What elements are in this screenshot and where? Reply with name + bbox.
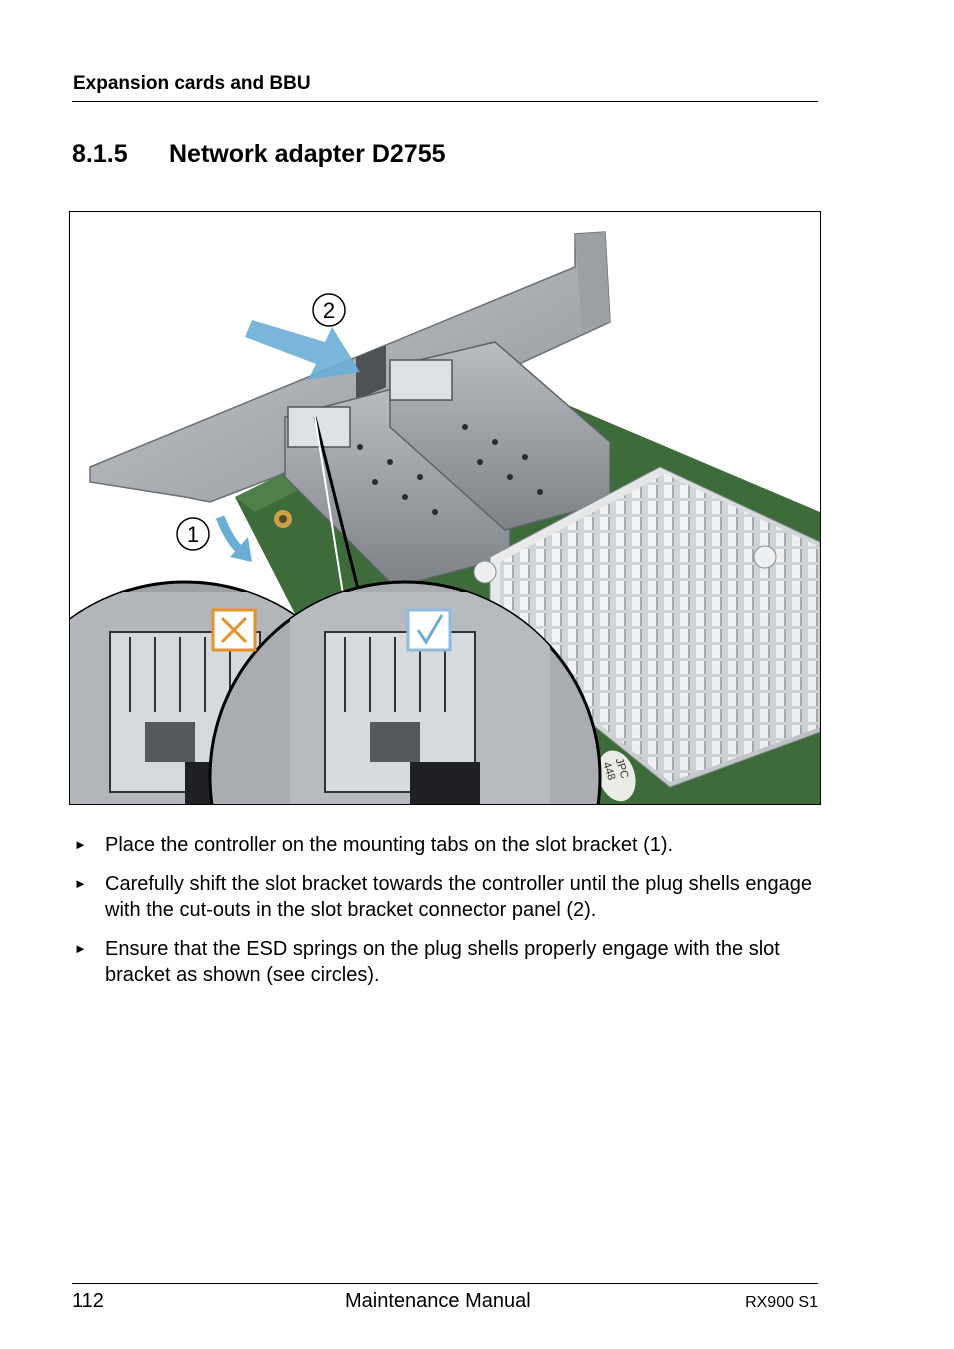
header-divider [72, 101, 818, 102]
network-adapter-illustration: JPC 448 2 1 [70, 231, 820, 804]
model-name: RX900 S1 [745, 1294, 818, 1311]
step-marker-1 [176, 517, 210, 551]
heatsink-pin [473, 560, 497, 584]
detail-correct-circle [208, 580, 602, 804]
wrong-x-icon [211, 608, 257, 652]
instruction-step: ► Ensure that the ESD springs on the plug… [72, 936, 822, 988]
instruction-text: Ensure that the ESD springs on the plug … [105, 938, 780, 986]
step-marker-2 [312, 293, 346, 327]
place-arrow [215, 515, 246, 556]
bullet-icon: ► [74, 941, 87, 956]
chip-label: JPC 448 [597, 750, 636, 802]
instruction-step: ► Carefully shift the slot bracket toward… [72, 871, 822, 923]
page-number: 112 [72, 1290, 104, 1312]
section-heading: 8.1.5 Network adapter D2755 [72, 140, 446, 169]
footer-divider [72, 1283, 818, 1284]
step-marker-1-label: 1 [187, 522, 199, 547]
correct-check-icon [406, 608, 452, 652]
section-title: Network adapter D2755 [169, 140, 446, 168]
bracket-cutout [356, 345, 386, 400]
instruction-step: ► Place the controller on the mounting ta… [72, 832, 822, 858]
heatsink-pin [753, 545, 777, 569]
bullet-icon: ► [74, 876, 87, 891]
running-header: Expansion cards and BBU [73, 73, 311, 94]
section-number: 8.1.5 [72, 140, 128, 168]
manual-title: Maintenance Manual [345, 1290, 531, 1312]
instruction-text: Place the controller on the mounting tab… [105, 834, 674, 856]
step-marker-2-label: 2 [323, 298, 335, 323]
chip-label-line-2: 448 [600, 761, 617, 782]
shift-arrow [245, 320, 360, 380]
network-adapter-figure: JPC 448 2 1 [69, 211, 821, 805]
callout-line [313, 416, 362, 598]
bullet-icon: ► [74, 837, 87, 852]
instruction-list: ► Place the controller on the mounting ta… [72, 832, 822, 1001]
sfp-port-right [389, 359, 453, 401]
instruction-text: Carefully shift the slot bracket towards… [105, 873, 813, 921]
